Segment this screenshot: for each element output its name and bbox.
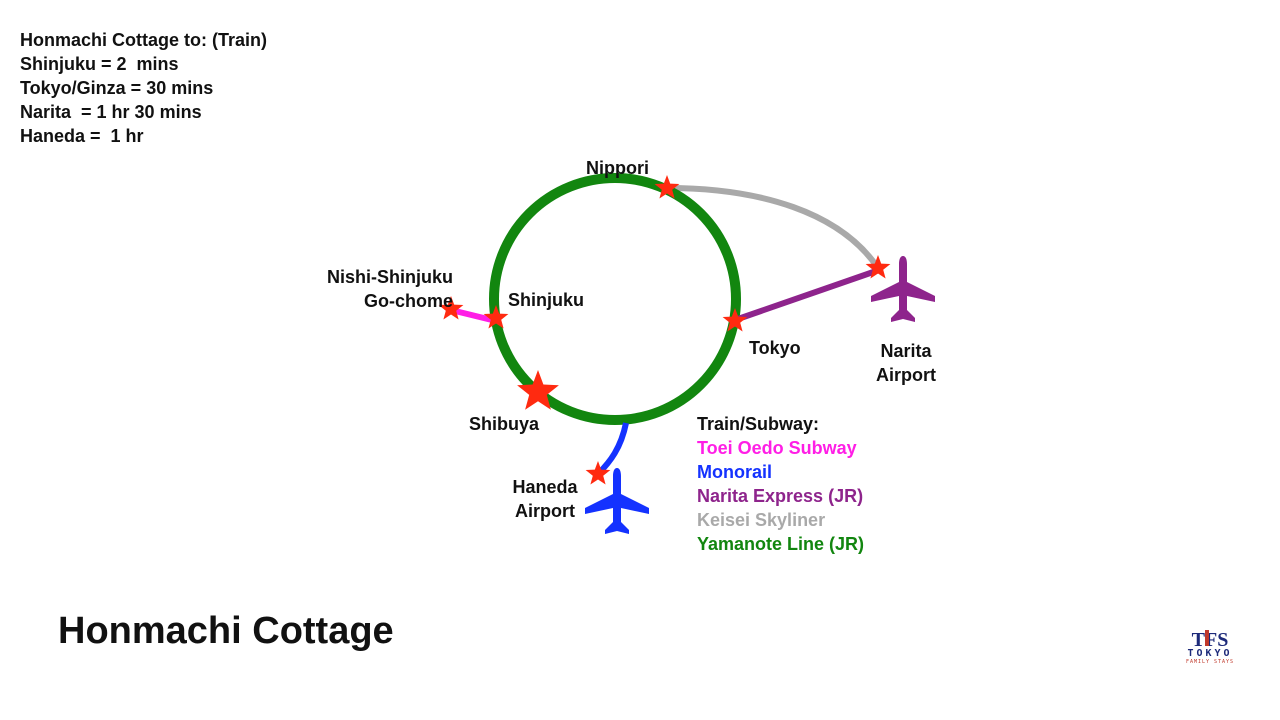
nishi-shinjuku-star-icon (438, 296, 464, 320)
monorail-line (595, 422, 629, 477)
logo-name: TOKYO (1187, 648, 1233, 659)
haneda-star-icon (585, 461, 611, 485)
station-label-narita-airport: Narita Airport (858, 339, 954, 387)
station-label-nishi-shinjuku-line2: Go-chome (363, 291, 453, 311)
travel-time-haneda: Haneda = 1 hr (20, 126, 144, 146)
station-label-nishi-shinjuku: Nishi-Shinjuku Go-chome (300, 265, 453, 313)
station-label-nippori: Nippori (586, 158, 649, 178)
legend-item-keisei-skyliner: Keisei Skyliner (697, 510, 826, 530)
shinjuku-star-icon (483, 305, 509, 329)
station-label-shibuya: Shibuya (469, 414, 540, 434)
map-legend: Train/Subway: Toei Oedo Subway Monorail … (697, 412, 864, 556)
legend-item-toei-oedo: Toei Oedo Subway (697, 438, 857, 458)
logo-subtitle: FAMILY STAYS (1185, 659, 1235, 665)
logo-mark-text: TFS (1192, 629, 1229, 650)
yamanote-line-loop (489, 173, 741, 425)
legend-item-narita-express: Narita Express (JR) (697, 486, 864, 506)
travel-time-narita: Narita = 1 hr 30 mins (20, 102, 202, 122)
legend-title: Train/Subway: (697, 414, 820, 434)
narita-airplane-icon (871, 256, 935, 322)
station-label-tokyo: Tokyo (749, 338, 801, 358)
toei-oedo-subway-line (450, 307, 497, 324)
station-label-haneda-line2: Airport (515, 501, 575, 521)
narita-express-line (734, 267, 880, 323)
travel-times-heading: Honmachi Cottage to: (Train) (20, 30, 267, 50)
station-label-narita-line2: Airport (876, 365, 936, 385)
station-label-haneda-line1: Haneda (512, 477, 578, 497)
station-label-shinjuku: Shinjuku (508, 290, 584, 310)
nippori-star-icon (654, 175, 680, 199)
travel-time-shinjuku: Shinjuku = 2 mins (20, 54, 179, 74)
travel-time-tokyo-ginza: Tokyo/Ginza = 30 mins (20, 78, 214, 98)
tokyo-family-stays-logo: TFS TOKYO FAMILY STAYS (1174, 626, 1246, 670)
station-label-narita-line1: Narita (880, 341, 932, 361)
page-title: Honmachi Cottage (58, 610, 394, 652)
travel-times-panel: Honmachi Cottage to: (Train) Shinjuku = … (20, 28, 267, 148)
station-label-haneda-airport: Haneda Airport (497, 475, 593, 523)
station-label-nishi-shinjuku-line1: Nishi-Shinjuku (327, 267, 453, 287)
legend-item-yamanote: Yamanote Line (JR) (697, 534, 865, 554)
shibuya-star-icon (517, 370, 559, 410)
narita-star-icon (865, 255, 891, 279)
keisei-skyliner-line (666, 185, 881, 270)
legend-item-monorail: Monorail (697, 462, 772, 482)
tokyo-star-icon (722, 308, 748, 332)
haneda-airplane-icon (585, 468, 649, 534)
logo-mark-icon: TFS (1192, 629, 1229, 651)
